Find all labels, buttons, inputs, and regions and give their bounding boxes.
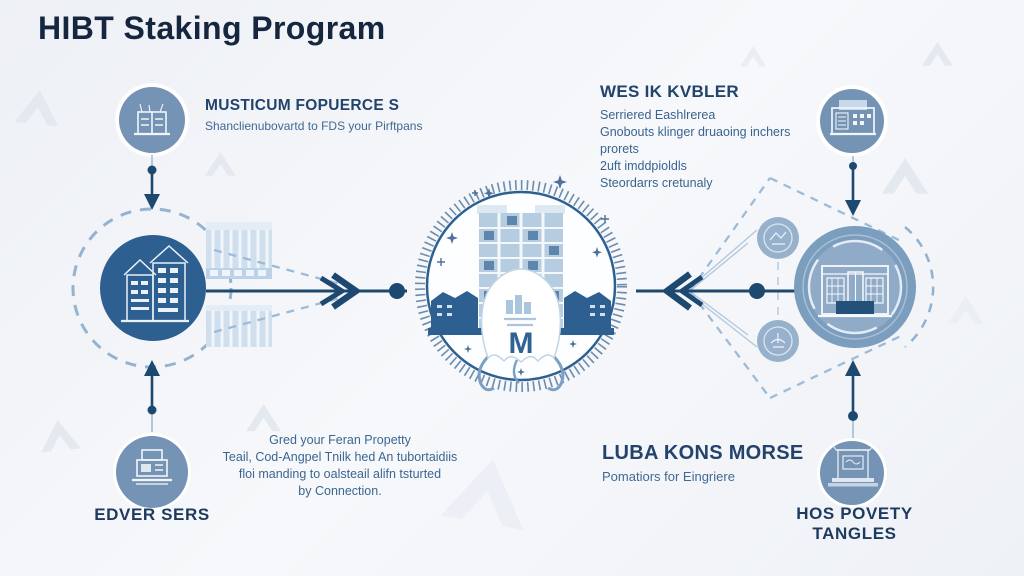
block-top-right-line: Gnobouts klinger druaoing inchers xyxy=(600,125,791,139)
down-arrow-right xyxy=(845,156,861,216)
block-top-right-line: Steordarrs cretunaly xyxy=(600,176,713,190)
network-diamond xyxy=(636,176,906,400)
down-arrow xyxy=(144,155,160,210)
block-top-left-sub: Shanclienubovartd to FDS your Pirftpans xyxy=(205,119,423,133)
block-bottom-center: Gred your Feran Propetty Teail, Cod-Angp… xyxy=(208,432,472,500)
up-arrow-right xyxy=(845,360,861,438)
houses-icon xyxy=(100,235,206,341)
block-top-right-line: 2uft imddpioldls xyxy=(600,159,687,173)
watermark-chevrons xyxy=(14,42,984,531)
label-hos-povety-tangles: HOS POVETY TANGLES xyxy=(796,504,913,543)
block-bottom-center-line: by Connection. xyxy=(298,484,382,498)
node-badge-icon xyxy=(757,217,799,259)
label-edver-sers: EDVER SERS xyxy=(94,505,210,524)
block-bottom-right-sub: Pomatiors for Eingriere xyxy=(602,469,735,484)
block-bottom-center-line: Gred your Feran Propetty xyxy=(269,433,411,447)
block-top-left-heading: MUSTICUM FOPUERCE S xyxy=(205,97,400,114)
plus-sparkles xyxy=(437,190,609,266)
block-top-left: MUSTICUM FOPUERCE S Shanclienubovartd to… xyxy=(205,97,465,133)
block-top-right-heading: WES IK KVBLER xyxy=(600,82,739,101)
register-machine-icon xyxy=(113,433,191,511)
block-bottom-right-heading: LUBA KONS MORSE xyxy=(602,442,804,464)
kiosk-icon xyxy=(816,85,888,157)
block-bottom-center-line: Teail, Cod-Angpel Tnilk hed An tubortaid… xyxy=(222,450,458,464)
scaffold-sign-icon xyxy=(817,438,887,508)
left-to-center-connector xyxy=(206,248,407,334)
node-badge-icon xyxy=(757,320,799,362)
block-top-right-line: prorets xyxy=(600,142,639,156)
page-title: HIBT Staking Program xyxy=(38,10,386,46)
mascot-monogram: M xyxy=(477,268,565,392)
container-stack-icon xyxy=(206,222,272,347)
block-top-right: WES IK KVBLER Serriered Eashlrerea Gnobo… xyxy=(600,82,830,192)
block-bottom-right: LUBA KONS MORSE Pomatiors for Eingriere xyxy=(602,442,842,484)
up-arrow-left xyxy=(144,360,160,432)
building-icon xyxy=(115,83,189,157)
monogram-letter: M xyxy=(509,327,534,360)
block-top-right-line: Serriered Eashlrerea xyxy=(600,108,716,122)
sparkles xyxy=(446,175,602,376)
city-buildings-icon: M xyxy=(415,175,627,392)
block-bottom-center-line: floi manding to oalsteail alifn tsturted xyxy=(238,467,442,481)
storefront-icon xyxy=(794,226,935,348)
